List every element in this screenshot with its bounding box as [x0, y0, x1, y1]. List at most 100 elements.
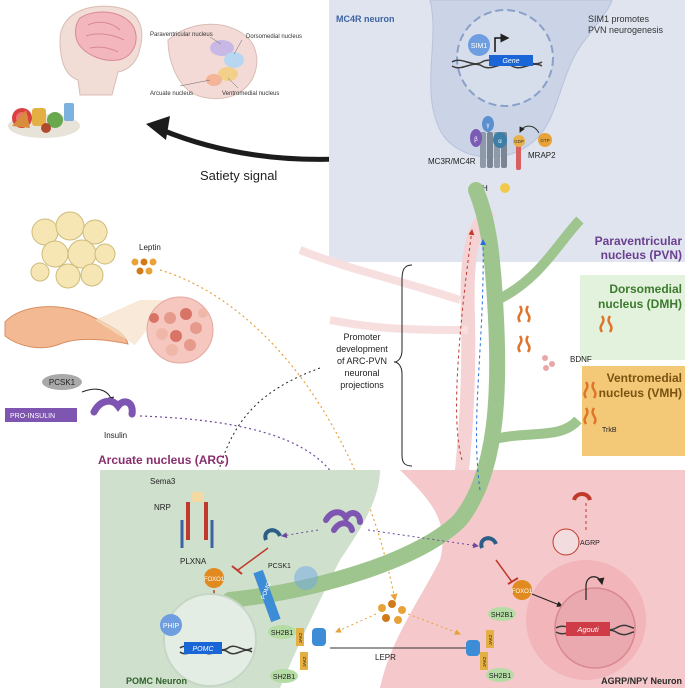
promoter-line1: Promoter	[343, 332, 380, 342]
pomc-gene-label: POMC	[193, 646, 215, 653]
insulin-label: Insulin	[104, 431, 127, 440]
pcsk1-top-label: PCSK1	[49, 378, 76, 387]
sema3-ligand	[192, 492, 204, 502]
svg-text:SH2B1: SH2B1	[273, 674, 295, 681]
agouti-gene-label: Agouti	[576, 625, 599, 634]
red-dendrites	[298, 246, 469, 334]
satiety-arrowhead	[146, 116, 170, 140]
food-icon	[8, 103, 80, 138]
dorsomedial-nucleus-shape	[224, 52, 244, 68]
nrp-label: NRP	[154, 503, 171, 512]
pomc-axon-branch-vmh	[488, 416, 582, 445]
agrp-transport-arrow	[456, 229, 475, 461]
jak2-agrp-b	[480, 652, 488, 670]
promoter-line5: projections	[340, 380, 384, 390]
leptin-path	[159, 269, 398, 602]
agrp-inhibition-line	[495, 559, 513, 583]
svg-text:JAK2: JAK2	[482, 656, 487, 667]
islet-cluster	[146, 296, 214, 364]
leptin-molecules	[131, 258, 157, 275]
sim1-label: SIM1	[471, 43, 487, 50]
dmh-label-line1: Dorsomedial	[609, 282, 682, 296]
insulin-receptor-agrp	[479, 536, 498, 549]
brain-label-arcuate: Arcuate nucleus	[150, 91, 193, 97]
pomc-protein-bar	[253, 569, 281, 623]
svg-text:SH2B1: SH2B1	[491, 612, 513, 619]
pomc-axon	[222, 182, 506, 608]
dmh-box	[580, 275, 685, 360]
svg-text:JAK2: JAK2	[298, 632, 303, 643]
foxo1-agrp	[512, 580, 532, 600]
arcuate-nucleus-shape	[206, 74, 222, 86]
pro-insulin-label: PRO-INSULIN	[10, 413, 55, 420]
pro-insulin-bar	[5, 408, 77, 422]
bracket	[393, 264, 413, 467]
bdnf-label: BDNF	[570, 355, 592, 364]
receptor-label: MC3R/MC4R	[428, 157, 476, 166]
sim1-protein	[468, 34, 490, 56]
svg-text:SH2B1: SH2B1	[271, 630, 293, 637]
promoter-line4: neuronal	[344, 368, 379, 378]
foxo1-agrp-label: FOXO1	[512, 589, 533, 595]
brain-illustration: Paraventricular nucleus Dorsomedial nucl…	[59, 5, 302, 99]
svg-text:β: β	[474, 137, 478, 143]
leptin-label: Leptin	[139, 243, 161, 252]
ventromedial-nucleus-shape	[218, 67, 238, 81]
pomc-axon-branch	[494, 216, 584, 305]
sim1-note-line1: SIM1 promotes	[588, 14, 650, 24]
phip-protein	[160, 614, 182, 636]
mc4r-receptor-complex: β γ α GDP GTP	[470, 116, 552, 193]
agrp-neuron-body	[380, 470, 685, 688]
mc4r-panel: MC4R neuron SIM1 promotes PVN neurogenes…	[329, 0, 685, 262]
inhibition-line-top	[237, 547, 269, 571]
vmh-box	[582, 366, 685, 456]
sh2b1-pomc-a	[268, 625, 296, 639]
gene-label: Gene	[502, 58, 519, 65]
gene-box	[489, 55, 533, 66]
agrp-receptor	[572, 492, 592, 501]
mc4r-neuron-title: MC4R neuron	[336, 14, 395, 24]
agrp-label: AGRP	[580, 540, 600, 547]
sh2b1-agrp-b	[486, 668, 514, 682]
svg-text:α: α	[498, 139, 502, 145]
pvn-label-line2: nucleus (PVN)	[601, 248, 682, 262]
insulin-receptor-pomc	[263, 528, 282, 541]
pomc-vesicle	[294, 566, 318, 590]
agouti-gene-box	[566, 622, 610, 636]
sh2b1-agrp-a	[488, 607, 516, 621]
brain-label-paraventricular: Paraventricular nucleus	[150, 32, 213, 38]
gdp-molecule	[513, 135, 525, 147]
dmh-label-line2: nucleus (DMH)	[598, 297, 682, 311]
brain-label-dorsomedial: Dorsomedial nucleus	[246, 34, 302, 40]
phip-label: PHIP	[163, 623, 180, 630]
lepr-agrp	[466, 640, 480, 656]
brain-label-ventromedial: Ventromedial nucleus	[222, 91, 279, 97]
insulin-molecule	[90, 397, 136, 418]
promoter-line2: development	[336, 344, 388, 354]
g-gamma-subunit	[482, 116, 494, 132]
pvn-label-line1: Paraventricular	[595, 234, 683, 248]
jak2-pomc-b	[300, 652, 308, 670]
g-alpha-subunit	[493, 132, 507, 148]
vmh-label-line1: Ventromedial	[607, 371, 682, 385]
pcsk1-enzyme	[42, 374, 82, 390]
msh-transport-arrow	[476, 239, 487, 491]
lepr-label: LEPR	[375, 653, 396, 662]
pomc-gene-box	[184, 642, 222, 654]
paraventricular-nucleus-shape	[210, 40, 234, 56]
gtp-molecule	[538, 133, 552, 147]
leptin-cluster-arc	[378, 600, 406, 624]
svg-text:GTP: GTP	[540, 138, 549, 143]
sim1-note-line2: PVN neurogenesis	[588, 25, 664, 35]
jak2-agrp-a	[486, 630, 494, 648]
pomc-nucleus	[163, 593, 257, 687]
sema3-label: Sema3	[150, 477, 176, 486]
sh2b1-pomc-b	[270, 669, 298, 683]
svg-text:SH2B1: SH2B1	[489, 673, 511, 680]
lepr-pomc	[312, 628, 326, 646]
trkb-label: TrkB	[602, 427, 617, 434]
svg-text:GDP: GDP	[514, 139, 524, 144]
promoter-dotted-link	[214, 367, 321, 486]
